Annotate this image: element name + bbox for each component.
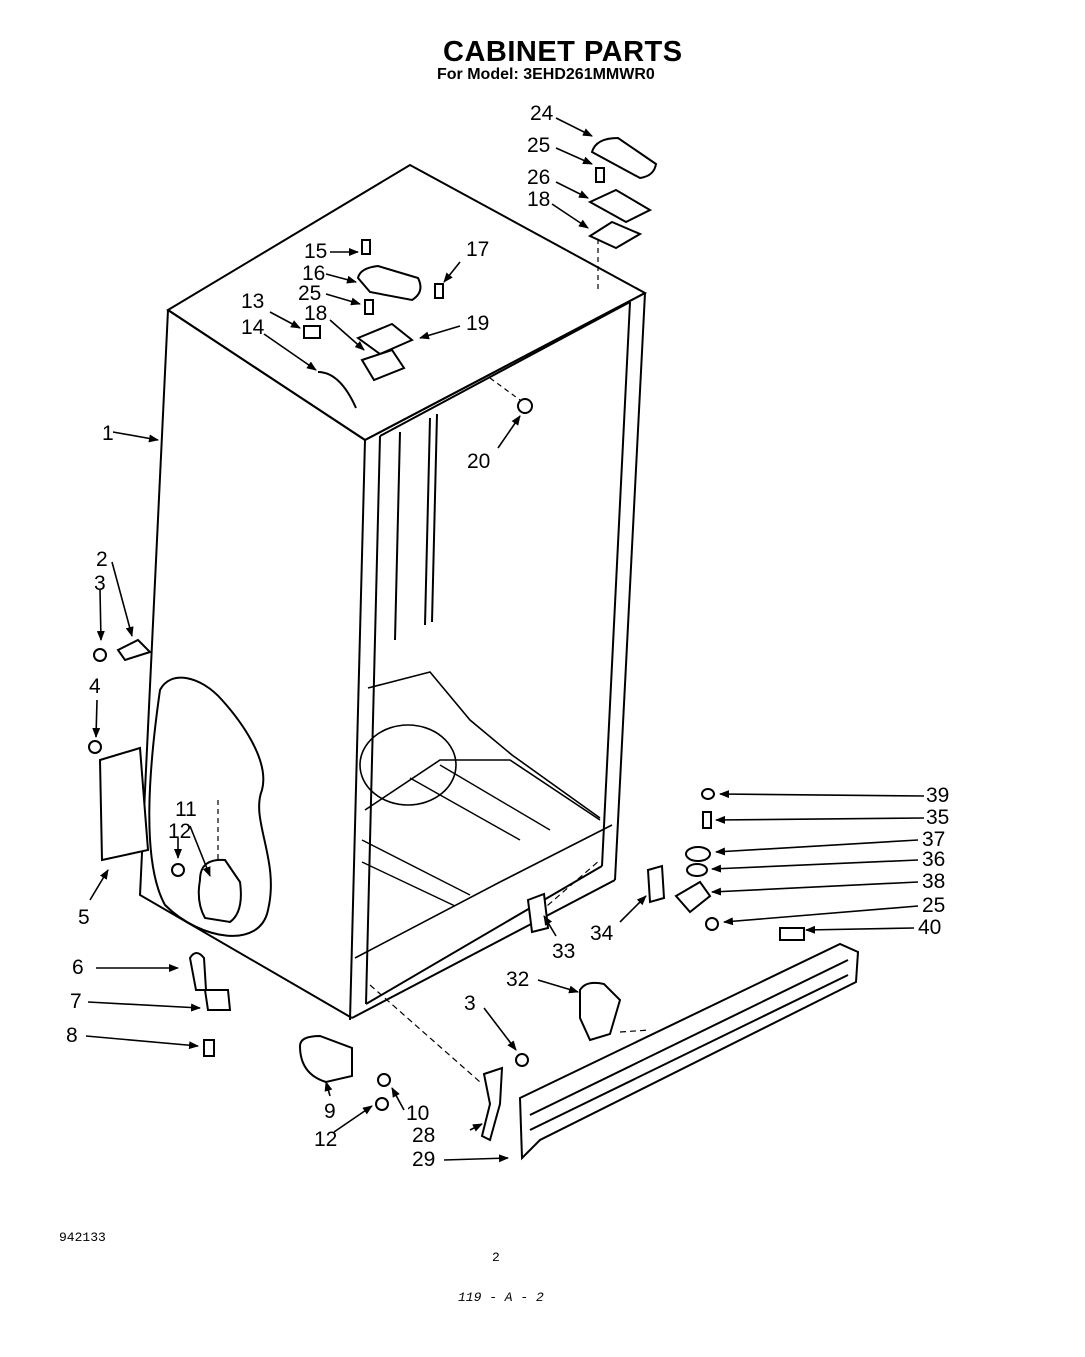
upper-hinge-assembly-right <box>587 136 658 250</box>
model-subtitle: For Model: 3EHD261MMWR0 <box>437 66 655 83</box>
callout-25-right: 25 <box>922 894 945 917</box>
callout-15: 15 <box>304 240 327 263</box>
compressor-part <box>197 800 242 924</box>
callout-10: 10 <box>406 1102 429 1125</box>
callout-8: 8 <box>66 1024 78 1047</box>
callout-28: 28 <box>412 1124 435 1147</box>
callout-19: 19 <box>466 312 489 335</box>
callout-29: 29 <box>412 1148 435 1171</box>
callout-34: 34 <box>590 922 614 945</box>
callout-labels: 1 2 3 4 5 6 7 8 9 10 11 12 12 13 14 15 1… <box>66 102 949 1171</box>
callout-18-upper: 18 <box>527 188 550 211</box>
callout-35: 35 <box>926 806 949 829</box>
leader-arrows <box>85 117 925 1163</box>
callout-38: 38 <box>922 870 945 893</box>
callout-40: 40 <box>918 916 941 939</box>
callout-13: 13 <box>241 290 264 313</box>
callout-33: 33 <box>552 940 575 963</box>
callout-32: 32 <box>506 968 529 991</box>
callout-3: 3 <box>94 572 106 595</box>
callout-11: 11 <box>175 798 197 821</box>
callout-24: 24 <box>530 102 554 125</box>
cabinet-shell <box>138 163 651 1083</box>
callout-12-lower: 12 <box>314 1128 337 1151</box>
lower-hinge-bracket <box>298 1034 529 1142</box>
callout-37: 37 <box>922 828 945 851</box>
callout-1: 1 <box>102 422 114 445</box>
toe-grille <box>518 927 860 1161</box>
upper-hinge-assembly-left <box>303 239 533 414</box>
page-number: 2 <box>492 1250 500 1265</box>
callout-25-top: 25 <box>527 134 550 157</box>
callout-26: 26 <box>527 166 550 189</box>
lower-right-hinge <box>526 788 719 934</box>
callout-7: 7 <box>70 990 82 1013</box>
callout-5: 5 <box>78 906 90 929</box>
callout-6: 6 <box>72 956 84 979</box>
callout-39: 39 <box>926 784 949 807</box>
callout-9: 9 <box>324 1100 336 1123</box>
callout-25-mid: 25 <box>298 282 321 305</box>
handwritten-code: 119 - A - 2 <box>458 1290 544 1305</box>
callout-18: 18 <box>304 302 327 325</box>
page-title: CABINET PARTS <box>443 36 683 68</box>
callout-14: 14 <box>241 316 265 339</box>
callout-2: 2 <box>96 548 108 571</box>
callout-16: 16 <box>302 262 325 285</box>
drawing-number: 942133 <box>59 1230 106 1245</box>
callout-12: 12 <box>168 820 191 843</box>
left-side-parts <box>88 638 232 1057</box>
callout-3-lower: 3 <box>464 992 476 1015</box>
callout-36: 36 <box>922 848 945 871</box>
callout-20: 20 <box>467 450 490 473</box>
callout-17: 17 <box>466 238 489 261</box>
cutaway-window <box>148 676 272 937</box>
callout-4: 4 <box>89 675 101 698</box>
